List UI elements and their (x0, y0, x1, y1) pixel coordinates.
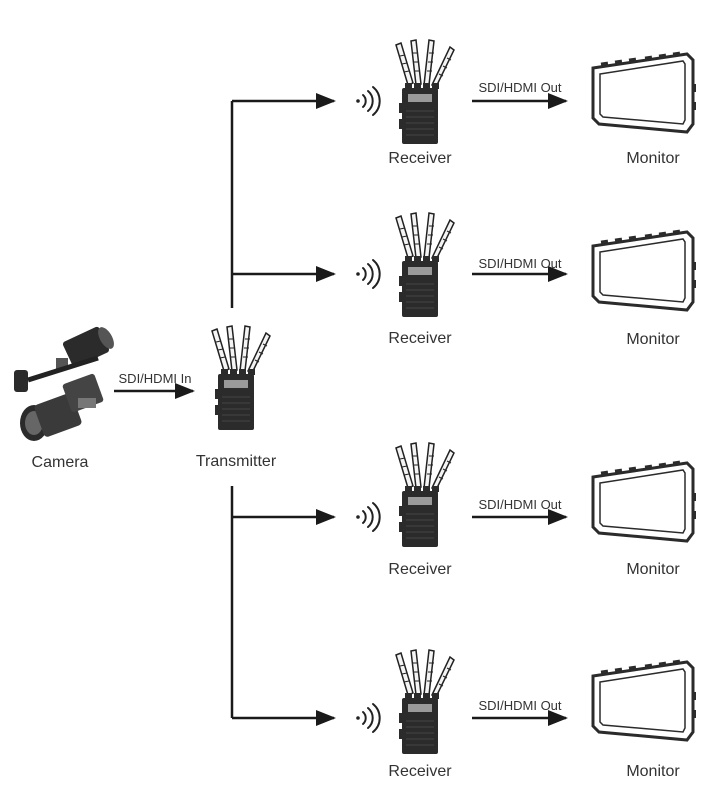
monitor-label: Monitor (626, 763, 680, 780)
monitor-label: Monitor (626, 150, 680, 167)
input-link-label: SDI/HDMI In (119, 371, 192, 386)
receiver-label: Receiver (388, 561, 452, 578)
camcorder-icon (14, 326, 114, 441)
output-link-label: SDI/HDMI Out (478, 256, 561, 271)
receiver-row: Receiver SDI/HDMI Out Monitor (355, 442, 698, 578)
receiver-icon (395, 39, 455, 145)
monitor-icon (591, 459, 698, 543)
receiver-row: Receiver SDI/HDMI Out Monitor (355, 649, 698, 780)
monitor-icon (591, 658, 698, 742)
monitor-label: Monitor (626, 561, 680, 578)
receiver-icon (395, 442, 455, 548)
receiver-label: Receiver (388, 763, 452, 780)
output-link-label: SDI/HDMI Out (478, 497, 561, 512)
output-link-label: SDI/HDMI Out (478, 698, 561, 713)
camera-label: Camera (32, 454, 89, 471)
wireless-signal-icon (355, 86, 381, 116)
output-link-label: SDI/HDMI Out (478, 80, 561, 95)
monitor-icon (591, 228, 698, 312)
transmitter-label: Transmitter (196, 453, 277, 470)
monitor-label: Monitor (626, 331, 680, 348)
receiver-row: Receiver SDI/HDMI Out Monitor (355, 39, 698, 167)
distribution-lines (230, 93, 336, 726)
monitor-icon (591, 50, 698, 134)
wireless-signal-icon (355, 259, 381, 289)
receiver-icon (395, 649, 455, 755)
wireless-signal-icon (355, 703, 381, 733)
transmitter-icon (211, 325, 271, 431)
wireless-signal-icon (355, 502, 381, 532)
receiver-row: Receiver SDI/HDMI Out Monitor (355, 212, 698, 348)
receiver-label: Receiver (388, 330, 452, 347)
receiver-label: Receiver (388, 150, 452, 167)
receiver-icon (395, 212, 455, 318)
